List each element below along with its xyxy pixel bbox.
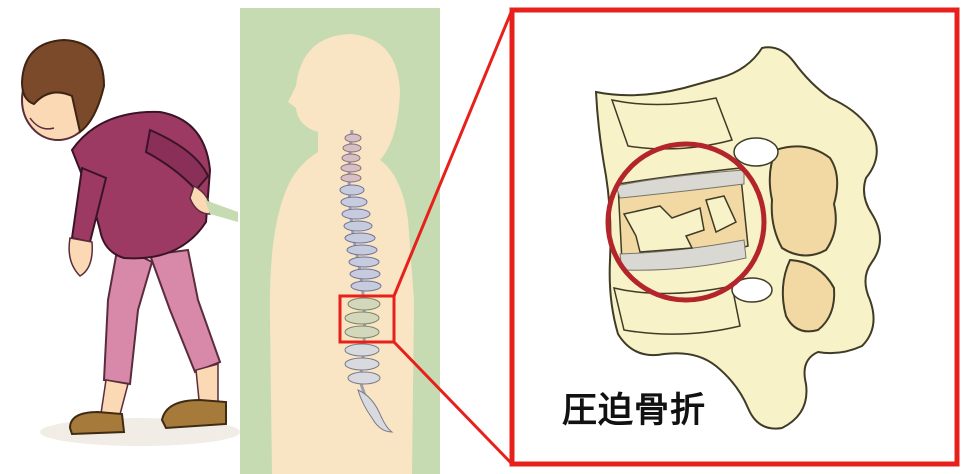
body-silhouette-icon bbox=[270, 34, 414, 474]
fracture-caption: 圧迫骨折 bbox=[562, 382, 706, 433]
bent-woman-icon bbox=[22, 40, 240, 446]
